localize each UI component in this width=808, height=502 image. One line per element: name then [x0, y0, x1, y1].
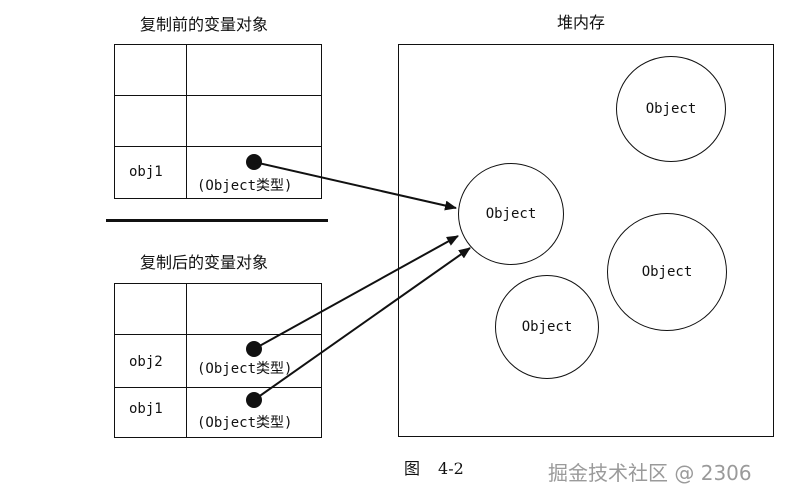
figure-label: 图 [404, 459, 421, 478]
after-variable-table [114, 283, 322, 438]
figure-number: 4-2 [438, 459, 464, 478]
heap-title: 堆内存 [557, 13, 606, 32]
after-row-divider-1 [114, 334, 322, 335]
after-obj1-arrow [253, 247, 471, 401]
heap-memory-box [398, 44, 774, 437]
before-column-divider [186, 44, 187, 199]
after-obj2-arrow [253, 235, 459, 350]
before-copy-title: 复制前的变量对象 [140, 15, 269, 34]
after-copy-title: 复制后的变量对象 [140, 253, 269, 272]
before-row-divider-2 [114, 146, 322, 147]
section-divider [106, 219, 328, 222]
before-row-3-value: (Object类型) [197, 178, 293, 194]
before-row-divider-1 [114, 95, 322, 96]
before-row-3-name: obj1 [129, 164, 163, 180]
after-row-2-name: obj2 [129, 354, 163, 370]
heap-object-right: Object [607, 213, 727, 331]
watermark: 掘金技术社区 @ 2306 [548, 461, 752, 485]
heap-object-referenced: Object [458, 163, 564, 265]
after-row-3-value: (Object类型) [197, 415, 293, 431]
after-column-divider [186, 283, 187, 438]
after-row-2-value: (Object类型) [197, 361, 293, 377]
heap-object-top-right: Object [616, 56, 726, 162]
heap-object-bottom: Object [495, 275, 599, 379]
after-row-3-name: obj1 [129, 401, 163, 417]
before-variable-table [114, 44, 322, 199]
before-obj1-arrow [253, 161, 457, 211]
after-row-divider-2 [114, 387, 322, 388]
figure-caption: 图 4-2 [404, 455, 464, 479]
